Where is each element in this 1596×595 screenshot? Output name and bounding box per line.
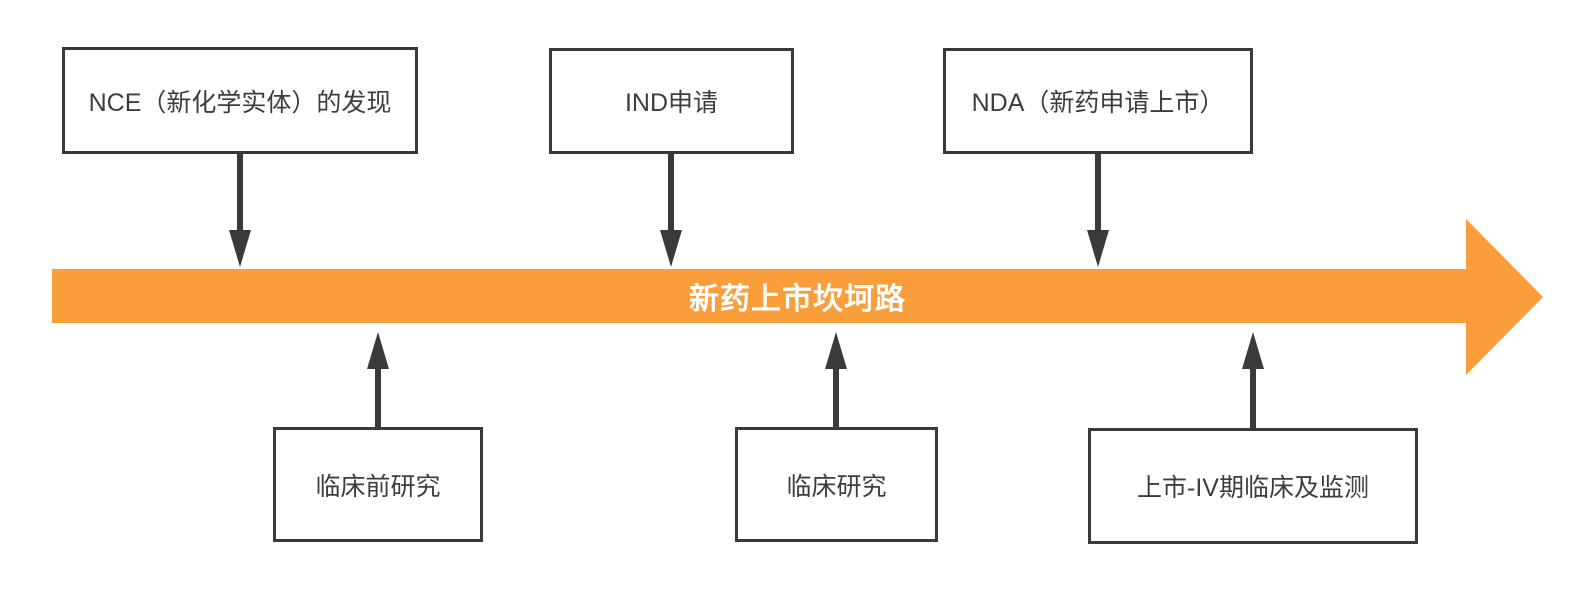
- arrow-stem: [1250, 369, 1256, 428]
- arrow-stem: [237, 154, 243, 230]
- node-label: 上市-IV期临床及监测: [1137, 474, 1369, 502]
- node-clinical-research: 临床研究: [735, 427, 938, 542]
- node-label: NDA（新药申请上市）: [971, 89, 1225, 117]
- arrow-stem: [668, 154, 674, 230]
- connector-up-arrow-preclinical: [367, 332, 389, 428]
- timeline-title: 新药上市坎坷路: [689, 283, 906, 316]
- connector-down-arrow-nda: [1087, 154, 1109, 267]
- node-label: NCE（新化学实体）的发现: [88, 88, 392, 117]
- node-label: IND申请: [624, 89, 719, 117]
- arrow-down-icon: [1087, 230, 1109, 267]
- arrow-down-icon: [660, 230, 682, 267]
- node-label: 临床前研究: [315, 472, 441, 501]
- arrow-up-icon: [1242, 332, 1264, 369]
- connector-down-arrow-ind: [660, 154, 682, 267]
- node-post-market-surveillance: 上市-IV期临床及监测: [1088, 428, 1418, 544]
- node-nce-discovery: NCE（新化学实体）的发现: [62, 47, 418, 154]
- connector-down-arrow-nce: [229, 154, 251, 267]
- arrow-up-icon: [367, 332, 389, 369]
- node-nda-application: NDA（新药申请上市）: [943, 48, 1253, 154]
- timeline-arrowhead-icon: [1466, 219, 1543, 375]
- node-label: 临床研究: [786, 472, 887, 501]
- node-ind-application: IND申请: [549, 48, 794, 154]
- connector-up-arrow-post-market: [1242, 332, 1264, 428]
- arrow-stem: [833, 369, 839, 428]
- connector-up-arrow-clinical: [825, 332, 847, 428]
- arrow-stem: [1095, 154, 1101, 230]
- arrow-stem: [375, 369, 381, 428]
- node-preclinical-research: 临床前研究: [273, 427, 483, 542]
- arrow-up-icon: [825, 332, 847, 369]
- arrow-down-icon: [229, 230, 251, 267]
- timeline-arrow-shaft: [52, 269, 1466, 323]
